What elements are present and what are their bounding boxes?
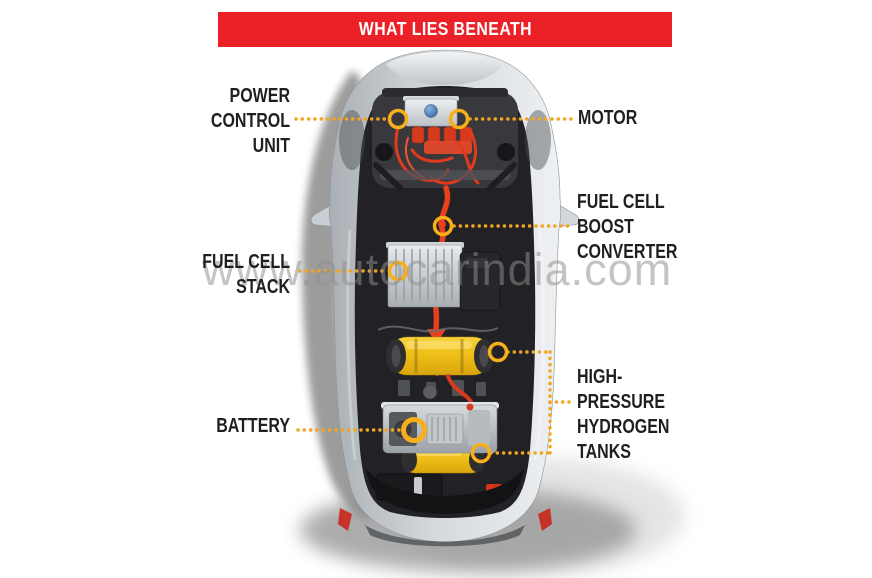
leader-lines xyxy=(294,117,575,455)
label-battery: BATTERY xyxy=(216,415,290,437)
fuel-cell-stack-component xyxy=(386,242,501,311)
label-motor: MOTOR xyxy=(578,107,638,129)
marker-fuel-cell-boost-converter xyxy=(432,215,454,237)
hydrogen-tank-front xyxy=(386,336,494,376)
front-bumper xyxy=(386,52,504,85)
power-control-unit-component xyxy=(403,96,459,127)
left-strut-tower xyxy=(375,143,393,161)
hybrid-emblem xyxy=(424,104,438,118)
marker-hydrogen-tank-rear xyxy=(470,442,492,464)
label-fuel-cell-stack: FUEL CELL STACK xyxy=(202,251,290,298)
right-taillight xyxy=(538,508,552,531)
left-wheel-arch xyxy=(339,110,365,170)
component-markers xyxy=(387,108,509,464)
floor-pipe xyxy=(377,325,499,333)
title-banner: WHAT LIES BENEATH xyxy=(218,12,672,47)
cable-arrowhead xyxy=(427,329,446,344)
left-sill-highlight xyxy=(346,229,357,461)
marker-fuel-cell-stack xyxy=(387,260,409,282)
cowl-vent xyxy=(382,88,508,97)
marker-motor xyxy=(448,108,470,130)
label-high-pressure-hydrogen-tanks: HIGH- PRESSURE HYDROGEN TANKS xyxy=(577,366,670,463)
right-strut-tower xyxy=(497,143,515,161)
marker-battery xyxy=(401,417,427,443)
label-power-control-unit: POWER CONTROL UNIT xyxy=(210,85,290,157)
right-sill-highlight xyxy=(534,229,546,461)
front-subframe xyxy=(373,162,517,191)
rear-window xyxy=(366,468,524,514)
marker-hydrogen-tank-front xyxy=(487,341,509,363)
rear-bumper xyxy=(365,525,525,547)
marker-power-control-unit xyxy=(387,108,409,130)
banner-title-text: WHAT LIES BENEATH xyxy=(358,19,532,39)
right-wheel-arch xyxy=(525,110,551,170)
left-taillight xyxy=(338,508,352,531)
label-fuel-cell-boost-converter: FUEL CELL BOOST CONVERTER xyxy=(577,191,678,263)
